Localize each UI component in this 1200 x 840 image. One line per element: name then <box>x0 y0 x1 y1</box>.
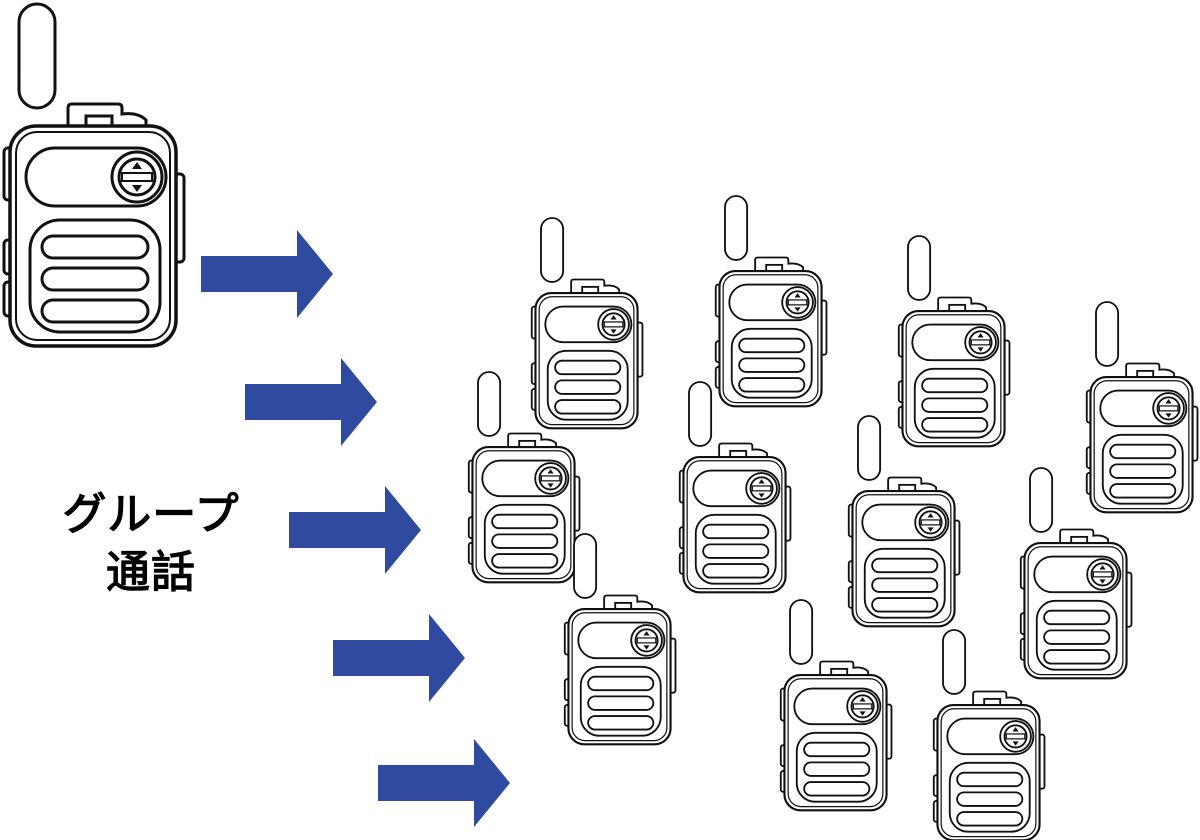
caption-line-1: グループ <box>62 489 240 540</box>
arrow-icon-2 <box>245 358 377 446</box>
arrow-icon-5 <box>378 739 510 827</box>
receiver-radio-icon-10 <box>779 598 893 812</box>
receiver-radio-icon-7 <box>847 414 961 628</box>
group-call-caption: グループ 通話 <box>38 486 264 602</box>
receiver-radio-icon-2 <box>714 194 828 408</box>
caption-line-2: 通話 <box>106 547 196 598</box>
arrow-icon-1 <box>201 230 333 318</box>
receiver-radio-icon-9 <box>563 532 677 746</box>
receiver-radio-icon-1 <box>530 216 644 430</box>
sender-radio-icon <box>2 2 186 348</box>
receiver-radio-icon-3 <box>897 234 1011 448</box>
receiver-radio-icon-4 <box>1085 300 1199 514</box>
receiver-radio-icon-6 <box>678 380 792 594</box>
arrow-icon-3 <box>289 486 421 574</box>
arrow-icon-4 <box>333 614 465 702</box>
